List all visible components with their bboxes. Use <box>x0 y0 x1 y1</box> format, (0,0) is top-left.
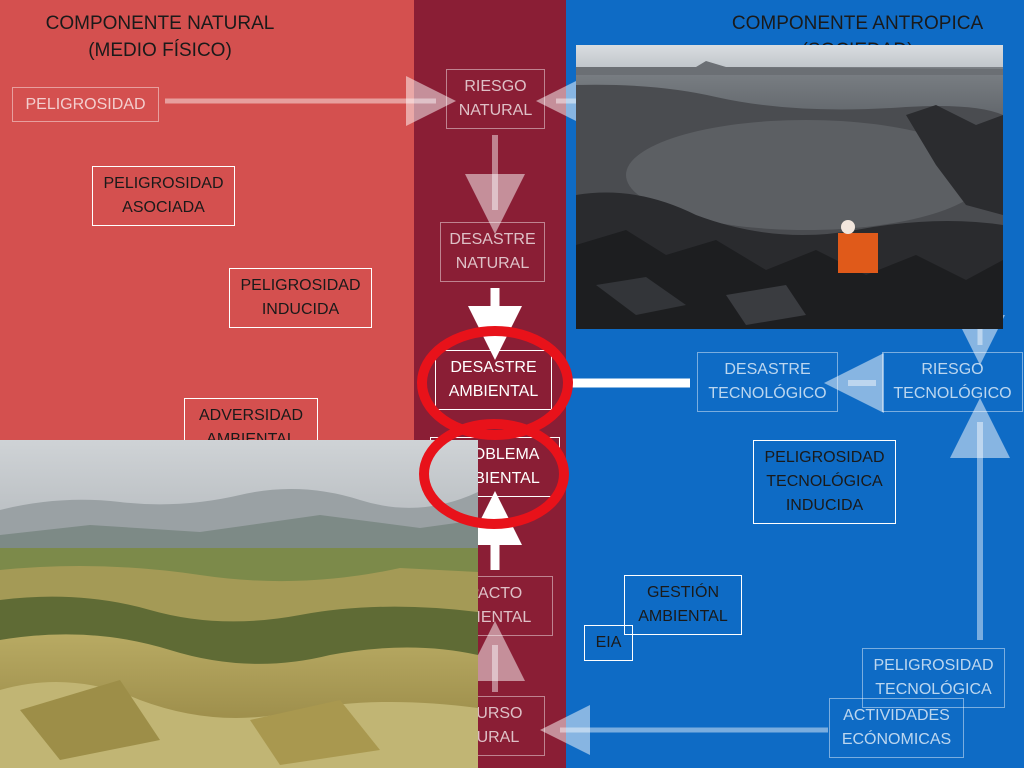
natural-title-line1: COMPONENTE NATURAL <box>45 13 275 34</box>
box-gestion-ambiental: GESTIÓN AMBIENTAL <box>624 575 742 635</box>
box-peligrosidad-inducida: PELIGROSIDAD INDUCIDA <box>229 268 372 328</box>
box-actividades-economicas: ACTIVIDADES ECÓNOMICAS <box>829 698 964 758</box>
box-desastre-ambiental: DESASTRE AMBIENTAL <box>435 350 552 410</box>
box-peligrosidad-tecnologica-inducida: PELIGROSIDAD TECNOLÓGICA INDUCIDA <box>753 440 896 524</box>
natural-title-line2: (MEDIO FÍSICO) <box>88 40 232 61</box>
landscape-image <box>0 440 478 768</box>
box-peligrosidad-asociada: PELIGROSIDAD ASOCIADA <box>92 166 235 226</box>
box-desastre-natural: DESASTRE NATURAL <box>440 222 545 282</box>
oil-spill-image <box>576 45 1003 329</box>
box-desastre-tecnologico: DESASTRE TECNOLÓGICO <box>697 352 838 412</box>
box-peligrosidad: PELIGROSIDAD <box>12 87 159 122</box>
box-peligrosidad-tecnologica: PELIGROSIDAD TECNOLÓGICA <box>862 648 1005 708</box>
oil-spill-photo <box>576 45 1003 329</box>
natural-component-title: COMPONENTE NATURAL (MEDIO FÍSICO) <box>20 10 300 64</box>
box-eia: EIA <box>584 625 633 661</box>
ring-desastre-ambiental <box>417 326 573 440</box>
box-riesgo-natural: RIESGO NATURAL <box>446 69 545 129</box>
antropic-title-line1: COMPONENTE ANTROPICA <box>731 13 984 34</box>
badlands-landscape-photo <box>0 440 478 768</box>
ring-problema-ambiental <box>419 419 569 529</box>
box-riesgo-tecnologico: RIESGO TECNOLÓGICO <box>882 352 1023 412</box>
